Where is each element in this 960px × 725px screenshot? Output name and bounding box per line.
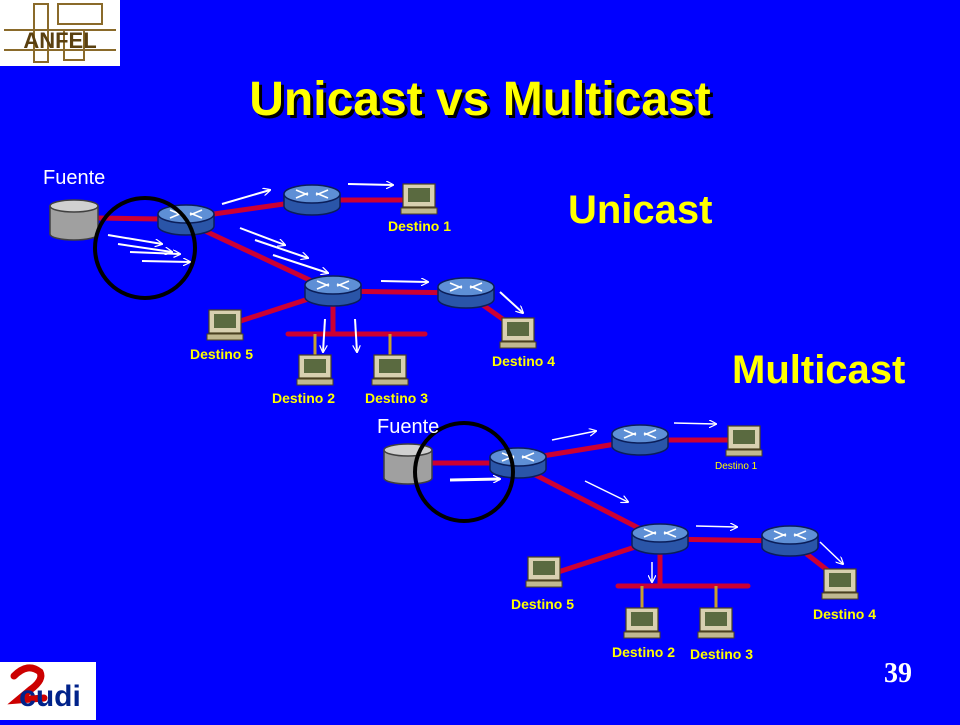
unicast-destination-1-label: Destino 1 xyxy=(388,218,451,234)
computer-icon xyxy=(206,309,244,341)
page-number: 39 xyxy=(884,658,912,689)
router-icon xyxy=(761,525,819,557)
computer-icon xyxy=(697,607,735,639)
server-icon xyxy=(383,443,433,485)
unicast-source-label: Fuente xyxy=(43,167,105,189)
computer-icon xyxy=(623,607,661,639)
computer-icon xyxy=(725,425,763,457)
computer-icon xyxy=(525,556,563,588)
unicast-destination-2-label: Destino 2 xyxy=(272,390,335,406)
unicast-diagram: Fuente Destino 1 Destino 2 Destino 3 Des… xyxy=(43,167,555,406)
router-icon xyxy=(304,275,362,307)
computer-icon xyxy=(821,568,859,600)
multicast-source-label: Fuente xyxy=(377,416,439,438)
server-icon xyxy=(49,199,99,241)
anfel-logo-text: ANFEL xyxy=(23,28,96,53)
unicast-destination-5-label: Destino 5 xyxy=(190,346,253,362)
computer-icon xyxy=(499,317,537,349)
multicast-destination-5-label: Destino 5 xyxy=(511,596,574,612)
source-highlight-circle xyxy=(93,196,197,300)
cudi-logo-text: cudi xyxy=(19,680,81,713)
router-icon xyxy=(631,523,689,555)
slide-title: Unicast vs Multicast xyxy=(249,73,711,126)
computer-icon xyxy=(371,354,409,386)
cudi-logo: cudi xyxy=(0,662,96,720)
unicast-destination-3-label: Destino 3 xyxy=(365,390,428,406)
computer-icon xyxy=(400,183,438,215)
router-icon xyxy=(283,184,341,216)
multicast-destination-4-label: Destino 4 xyxy=(813,606,876,622)
multicast-destination-3-label: Destino 3 xyxy=(690,646,753,662)
anfel-logo: ANFEL xyxy=(0,0,120,66)
router-icon xyxy=(437,277,495,309)
multicast-destination-2-label: Destino 2 xyxy=(612,644,675,660)
router-icon xyxy=(489,447,547,479)
unicast-destination-4-label: Destino 4 xyxy=(492,353,555,369)
multicast-destination-1-label: Destino 1 xyxy=(715,461,758,472)
computer-icon xyxy=(296,354,334,386)
router-icon xyxy=(611,424,669,456)
unicast-heading: Unicast xyxy=(568,188,713,232)
source-highlight-circle xyxy=(413,421,515,523)
multicast-heading: Multicast xyxy=(732,348,906,392)
multicast-diagram: Fuente Destino 1 Destino 2 Destino 3 Des… xyxy=(377,416,876,662)
